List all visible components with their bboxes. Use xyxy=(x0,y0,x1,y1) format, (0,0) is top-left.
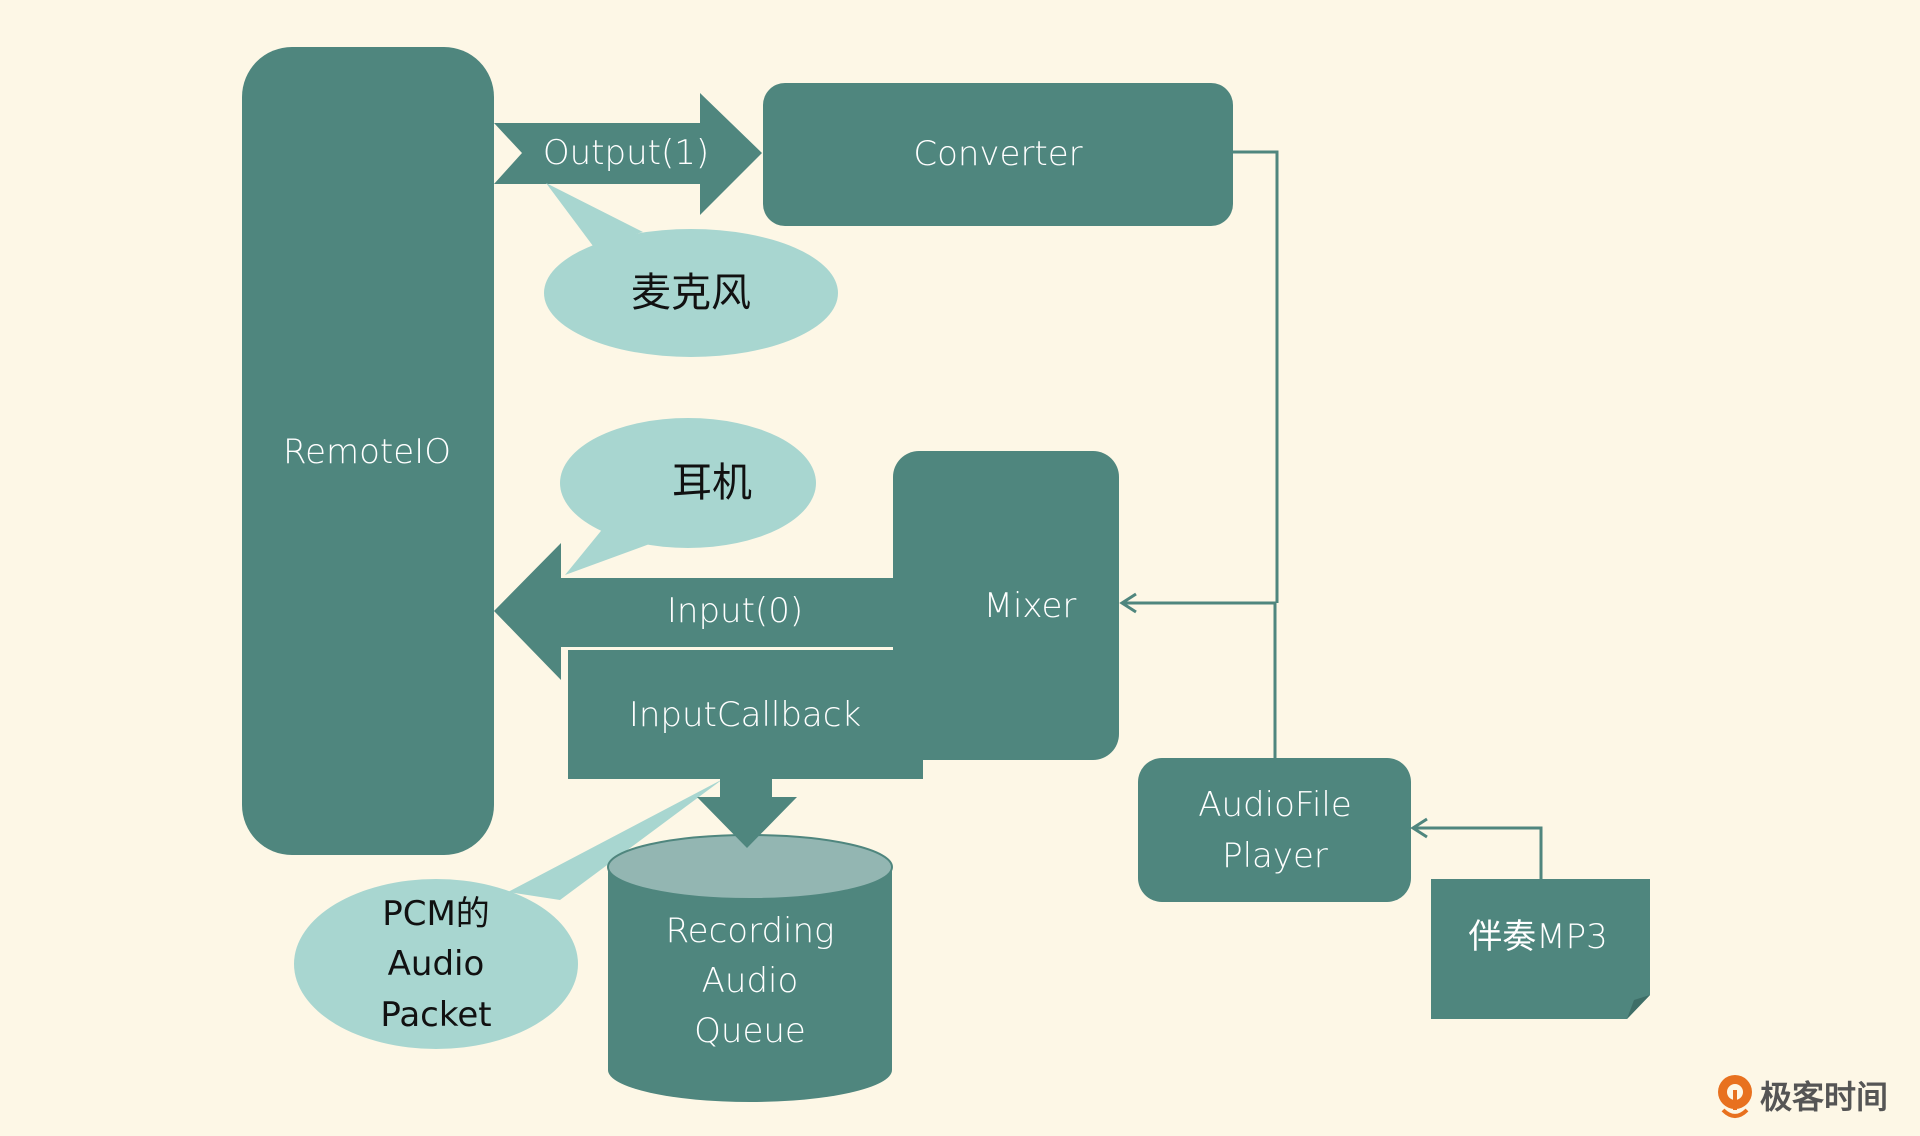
input-arrow: Input(0) xyxy=(494,543,894,680)
audiofile-player-line-2: Player xyxy=(1222,836,1328,876)
microphone-callout: 麦克风 xyxy=(544,183,838,357)
mixer-label: Mixer xyxy=(984,586,1077,626)
audiofile-player-node: AudioFile Player xyxy=(1138,758,1411,902)
remoteio-label: RemoteIO xyxy=(283,432,451,472)
mp3-label: 伴奏MP3 xyxy=(1468,917,1607,957)
mixer-connectors xyxy=(1119,150,1279,758)
queue-label-line-3: Queue xyxy=(694,1011,806,1051)
output-arrow-shape xyxy=(494,93,762,215)
pcm-callout-bubble xyxy=(294,879,578,1049)
pcm-callout-tail xyxy=(508,779,723,900)
mp3-to-audiofile-line xyxy=(1413,826,1543,879)
brand-logo-text: 极客时间 xyxy=(1760,1078,1888,1116)
pcm-callout: PCM的 Audio Packet xyxy=(294,779,723,1049)
mp3-connector xyxy=(1410,817,1543,879)
microphone-callout-bubble xyxy=(544,229,838,357)
recording-queue-node: Recording Audio Queue xyxy=(607,834,893,1102)
audiofile-player-line-1: AudioFile xyxy=(1198,785,1352,825)
microphone-callout-tail xyxy=(546,183,643,246)
converter-to-mixer-line xyxy=(1233,150,1279,603)
mixer-box xyxy=(893,451,1119,760)
headphones-callout-label: 耳机 xyxy=(672,460,752,506)
mixer-node: Mixer xyxy=(893,451,1119,760)
brand-logo: 极客时间 xyxy=(1718,1075,1888,1118)
inputcallback-label: InputCallback xyxy=(629,695,861,735)
converter-box xyxy=(763,83,1233,226)
converter-node: Converter xyxy=(763,83,1233,226)
queue-cylinder-body xyxy=(608,867,892,1102)
remoteio-box xyxy=(242,47,494,855)
pcm-callout-line-3: Packet xyxy=(380,995,491,1035)
pcm-callout-line-2: Audio xyxy=(388,944,485,984)
input-arrow-shape xyxy=(494,543,894,680)
geektime-logo-icon xyxy=(1718,1075,1752,1118)
callback-to-queue-arrow-icon xyxy=(697,779,797,848)
audiofile-input-arrowhead-icon xyxy=(1410,817,1428,839)
audiofile-to-mixer-line xyxy=(1122,601,1277,758)
inputcallback-box xyxy=(568,650,923,779)
queue-label-line-2: Audio xyxy=(702,961,799,1001)
microphone-callout-label: 麦克风 xyxy=(631,270,751,316)
mixer-input-arrowhead-icon xyxy=(1119,592,1137,614)
audiofile-player-box xyxy=(1138,758,1411,902)
output-arrow-label: Output(1) xyxy=(543,133,709,173)
remoteio-node: RemoteIO xyxy=(242,47,494,855)
mp3-node: 伴奏MP3 xyxy=(1431,879,1650,1019)
output-arrow: Output(1) xyxy=(494,93,762,215)
mp3-note-fold-icon xyxy=(1627,995,1650,1019)
mp3-note-shape xyxy=(1431,879,1650,1019)
inputcallback-node: InputCallback xyxy=(568,650,923,779)
input-arrow-label: Input(0) xyxy=(667,591,803,631)
headphones-callout-bubble xyxy=(560,418,816,548)
converter-label: Converter xyxy=(913,134,1082,174)
headphones-callout: 耳机 xyxy=(560,418,816,575)
queue-label-line-1: Recording xyxy=(666,911,835,951)
pcm-callout-line-1: PCM的 xyxy=(382,894,490,934)
